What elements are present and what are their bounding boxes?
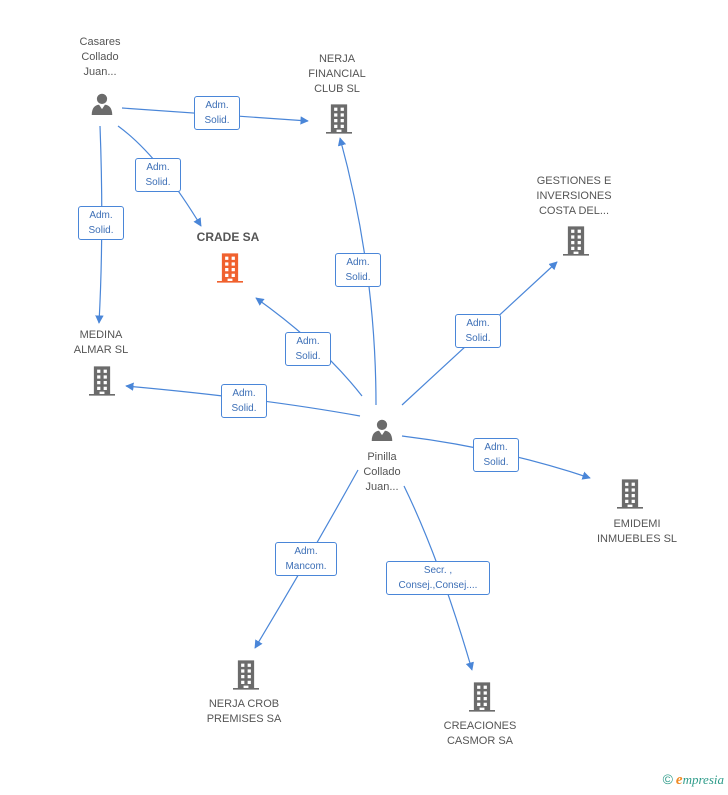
edge-label-line: Adm.: [466, 318, 490, 329]
node-label-line: Collado: [363, 466, 401, 478]
building-icon-medina[interactable]: [89, 366, 115, 396]
node-label-creaciones[interactable]: CREACIONES CASMOR SA: [420, 719, 540, 749]
edge-label-line: Secr. ,: [423, 565, 453, 576]
building-icon-creaciones[interactable]: [469, 682, 495, 712]
node-label-medina[interactable]: MEDINA ALMAR SL: [41, 328, 161, 358]
person-icon-casares[interactable]: [91, 93, 113, 115]
edge-label-line: Adm.: [294, 546, 318, 557]
edge-label-line: Solid.: [145, 177, 171, 188]
node-label-line: MEDINA: [79, 329, 123, 341]
edge-label-pinilla-to-crade[interactable]: Adm. Solid.: [285, 332, 331, 366]
edge-label-pinilla-to-medina[interactable]: Adm. Solid.: [221, 384, 267, 418]
node-label-emidemi[interactable]: EMIDEMI INMUEBLES SL: [577, 517, 697, 547]
edge-label-casares-to-nerja_fin[interactable]: Adm. Solid.: [194, 96, 240, 130]
edge-label-line: Solid.: [88, 225, 114, 236]
node-label-line: INVERSIONES: [536, 190, 612, 202]
edge-label-line: Adm.: [296, 336, 320, 347]
node-label-line: COSTA DEL...: [538, 205, 610, 217]
edge-label-pinilla-to-gestiones[interactable]: Adm. Solid.: [455, 314, 501, 348]
node-label-line: FINANCIAL: [308, 68, 366, 80]
edge-label-line: Mancom.: [285, 561, 327, 572]
edge-label-line: Solid.: [465, 333, 491, 344]
building-icon-nerja_fin[interactable]: [326, 104, 352, 134]
node-label-line: CREACIONES: [443, 720, 517, 732]
node-label-line: CASMOR SA: [446, 735, 513, 747]
copyright-icon: ©: [662, 771, 673, 787]
node-label-line: NERJA: [318, 53, 356, 65]
brand-logo: empresia: [675, 772, 724, 788]
node-label-gestiones[interactable]: GESTIONES E INVERSIONES COSTA DEL...: [514, 174, 634, 219]
building-icon-crade[interactable]: [217, 253, 243, 283]
edge-label-line: Consej.,Consej....: [398, 580, 478, 591]
node-label-line: GESTIONES E: [536, 175, 612, 187]
edge-label-line: Adm.: [484, 442, 508, 453]
edge-label-pinilla-to-creaciones[interactable]: Secr. , Consej.,Consej....: [386, 561, 490, 595]
building-icon-nerja_crob[interactable]: [233, 660, 259, 690]
node-label-line: CRADE SA: [196, 230, 260, 244]
node-label-line: INMUEBLES SL: [596, 533, 678, 545]
node-label-nerja_crob[interactable]: NERJA CROB PREMISES SA: [184, 697, 304, 727]
node-label-line: ALMAR SL: [73, 344, 129, 356]
footer-brand[interactable]: ©empresia: [663, 771, 724, 789]
person-icon-pinilla[interactable]: [371, 419, 393, 441]
edge-label-pinilla-to-nerja_fin[interactable]: Adm. Solid.: [335, 253, 381, 287]
edge-label-line: Adm.: [346, 257, 370, 268]
building-icon-gestiones[interactable]: [563, 226, 589, 256]
edge-label-line: Solid.: [295, 351, 321, 362]
edge-label-casares-to-medina[interactable]: Adm. Solid.: [78, 206, 124, 240]
edge-label-line: Adm.: [205, 100, 229, 111]
edge-label-line: Solid.: [483, 457, 509, 468]
edge-label-line: Solid.: [204, 115, 230, 126]
node-label-line: CLUB SL: [314, 83, 360, 95]
node-label-line: NERJA CROB: [208, 698, 280, 710]
edge-label-pinilla-to-nerja_crob[interactable]: Adm. Mancom.: [275, 542, 337, 576]
node-label-line: PREMISES SA: [206, 713, 282, 725]
node-label-line: Juan...: [83, 66, 117, 78]
edge-label-line: Adm.: [232, 388, 256, 399]
edge-label-line: Adm.: [146, 162, 170, 173]
edge-label-casares-to-crade[interactable]: Adm. Solid.: [135, 158, 181, 192]
node-label-line: Juan...: [365, 481, 399, 493]
node-label-line: Casares: [79, 36, 121, 48]
node-label-line: Pinilla: [367, 451, 397, 463]
node-label-line: Collado: [81, 51, 119, 63]
node-label-line: EMIDEMI: [613, 518, 661, 530]
building-icon-emidemi[interactable]: [617, 479, 643, 509]
edge-label-line: Solid.: [345, 272, 371, 283]
edge-label-line: Solid.: [231, 403, 257, 414]
node-label-nerja_fin[interactable]: NERJA FINANCIAL CLUB SL: [277, 52, 397, 97]
edge-label-line: Adm.: [89, 210, 113, 221]
edge-label-pinilla-to-emidemi[interactable]: Adm. Solid.: [473, 438, 519, 472]
node-label-crade[interactable]: CRADE SA: [168, 230, 288, 245]
